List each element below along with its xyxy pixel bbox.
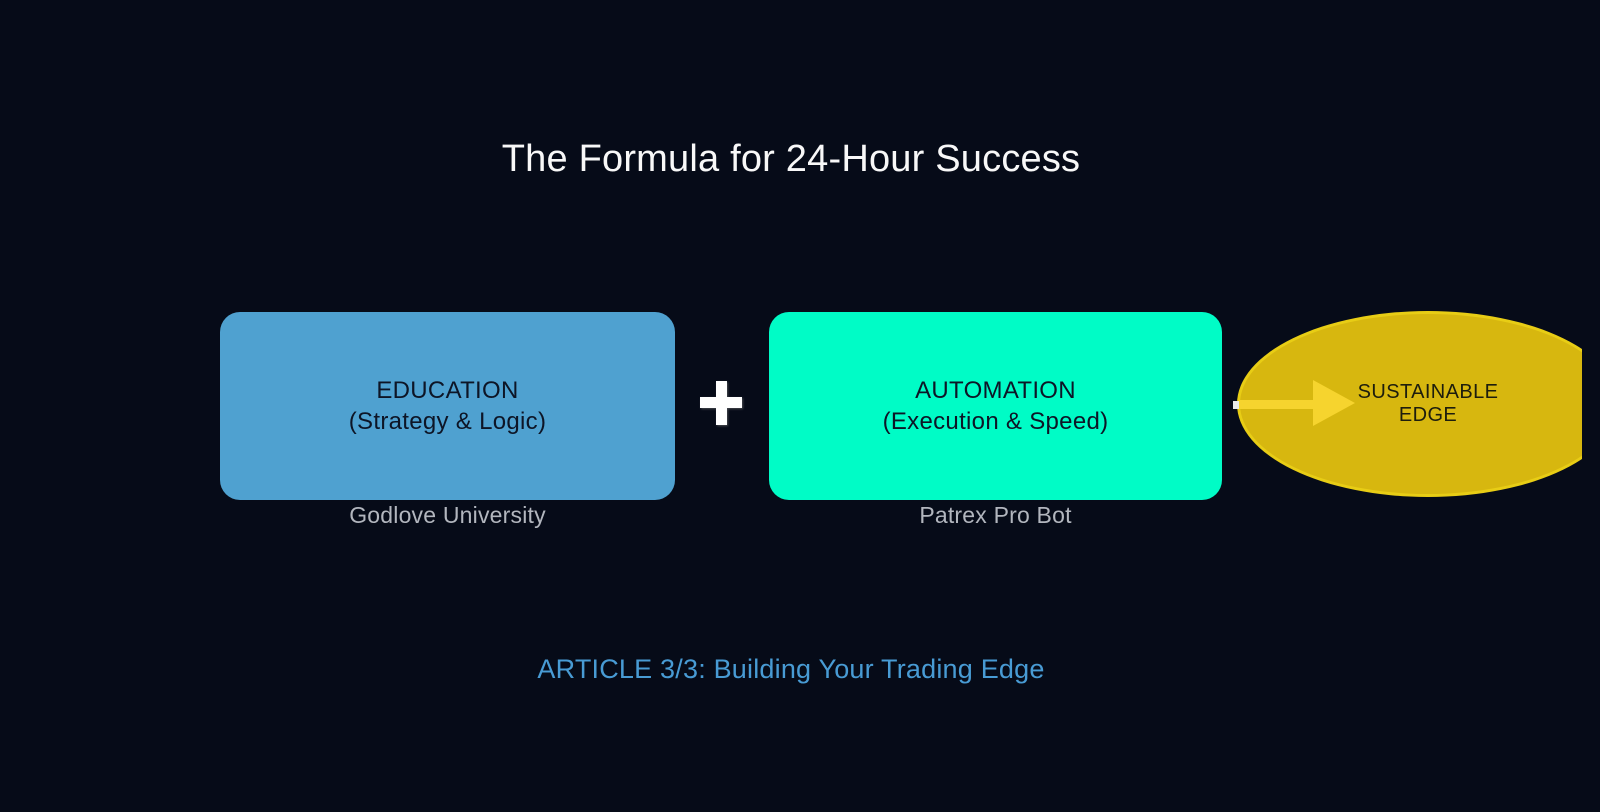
education-box-subtitle: (Strategy & Logic)	[348, 408, 547, 435]
education-box: EDUCATION (Strategy & Logic)	[220, 312, 675, 500]
footer-article-text: ARTICLE 3/3: Building Your Trading Edge	[537, 654, 1045, 684]
arrow-right-icon	[1313, 380, 1355, 426]
sustainable-edge-label: SUSTAINABLE EDGE	[1323, 381, 1533, 427]
arrow-right-icon-tail	[1239, 400, 1315, 409]
plus-icon-horizontal-bar	[700, 397, 742, 408]
page-title: The Formula for 24-Hour Success	[501, 138, 1081, 180]
automation-box: AUTOMATION (Execution & Speed)	[769, 312, 1222, 500]
education-caption: Godlove University	[349, 502, 546, 528]
sustainable-edge-label-line1: SUSTAINABLE	[1357, 381, 1499, 403]
sustainable-edge-label-line2: EDGE	[1398, 404, 1458, 426]
automation-caption: Patrex Pro Bot	[919, 502, 1072, 528]
automation-box-subtitle: (Execution & Speed)	[882, 408, 1109, 435]
education-box-label: EDUCATION	[376, 377, 519, 404]
automation-box-label: AUTOMATION	[915, 377, 1076, 404]
connector-stub	[1233, 401, 1240, 409]
plus-icon	[700, 381, 742, 425]
